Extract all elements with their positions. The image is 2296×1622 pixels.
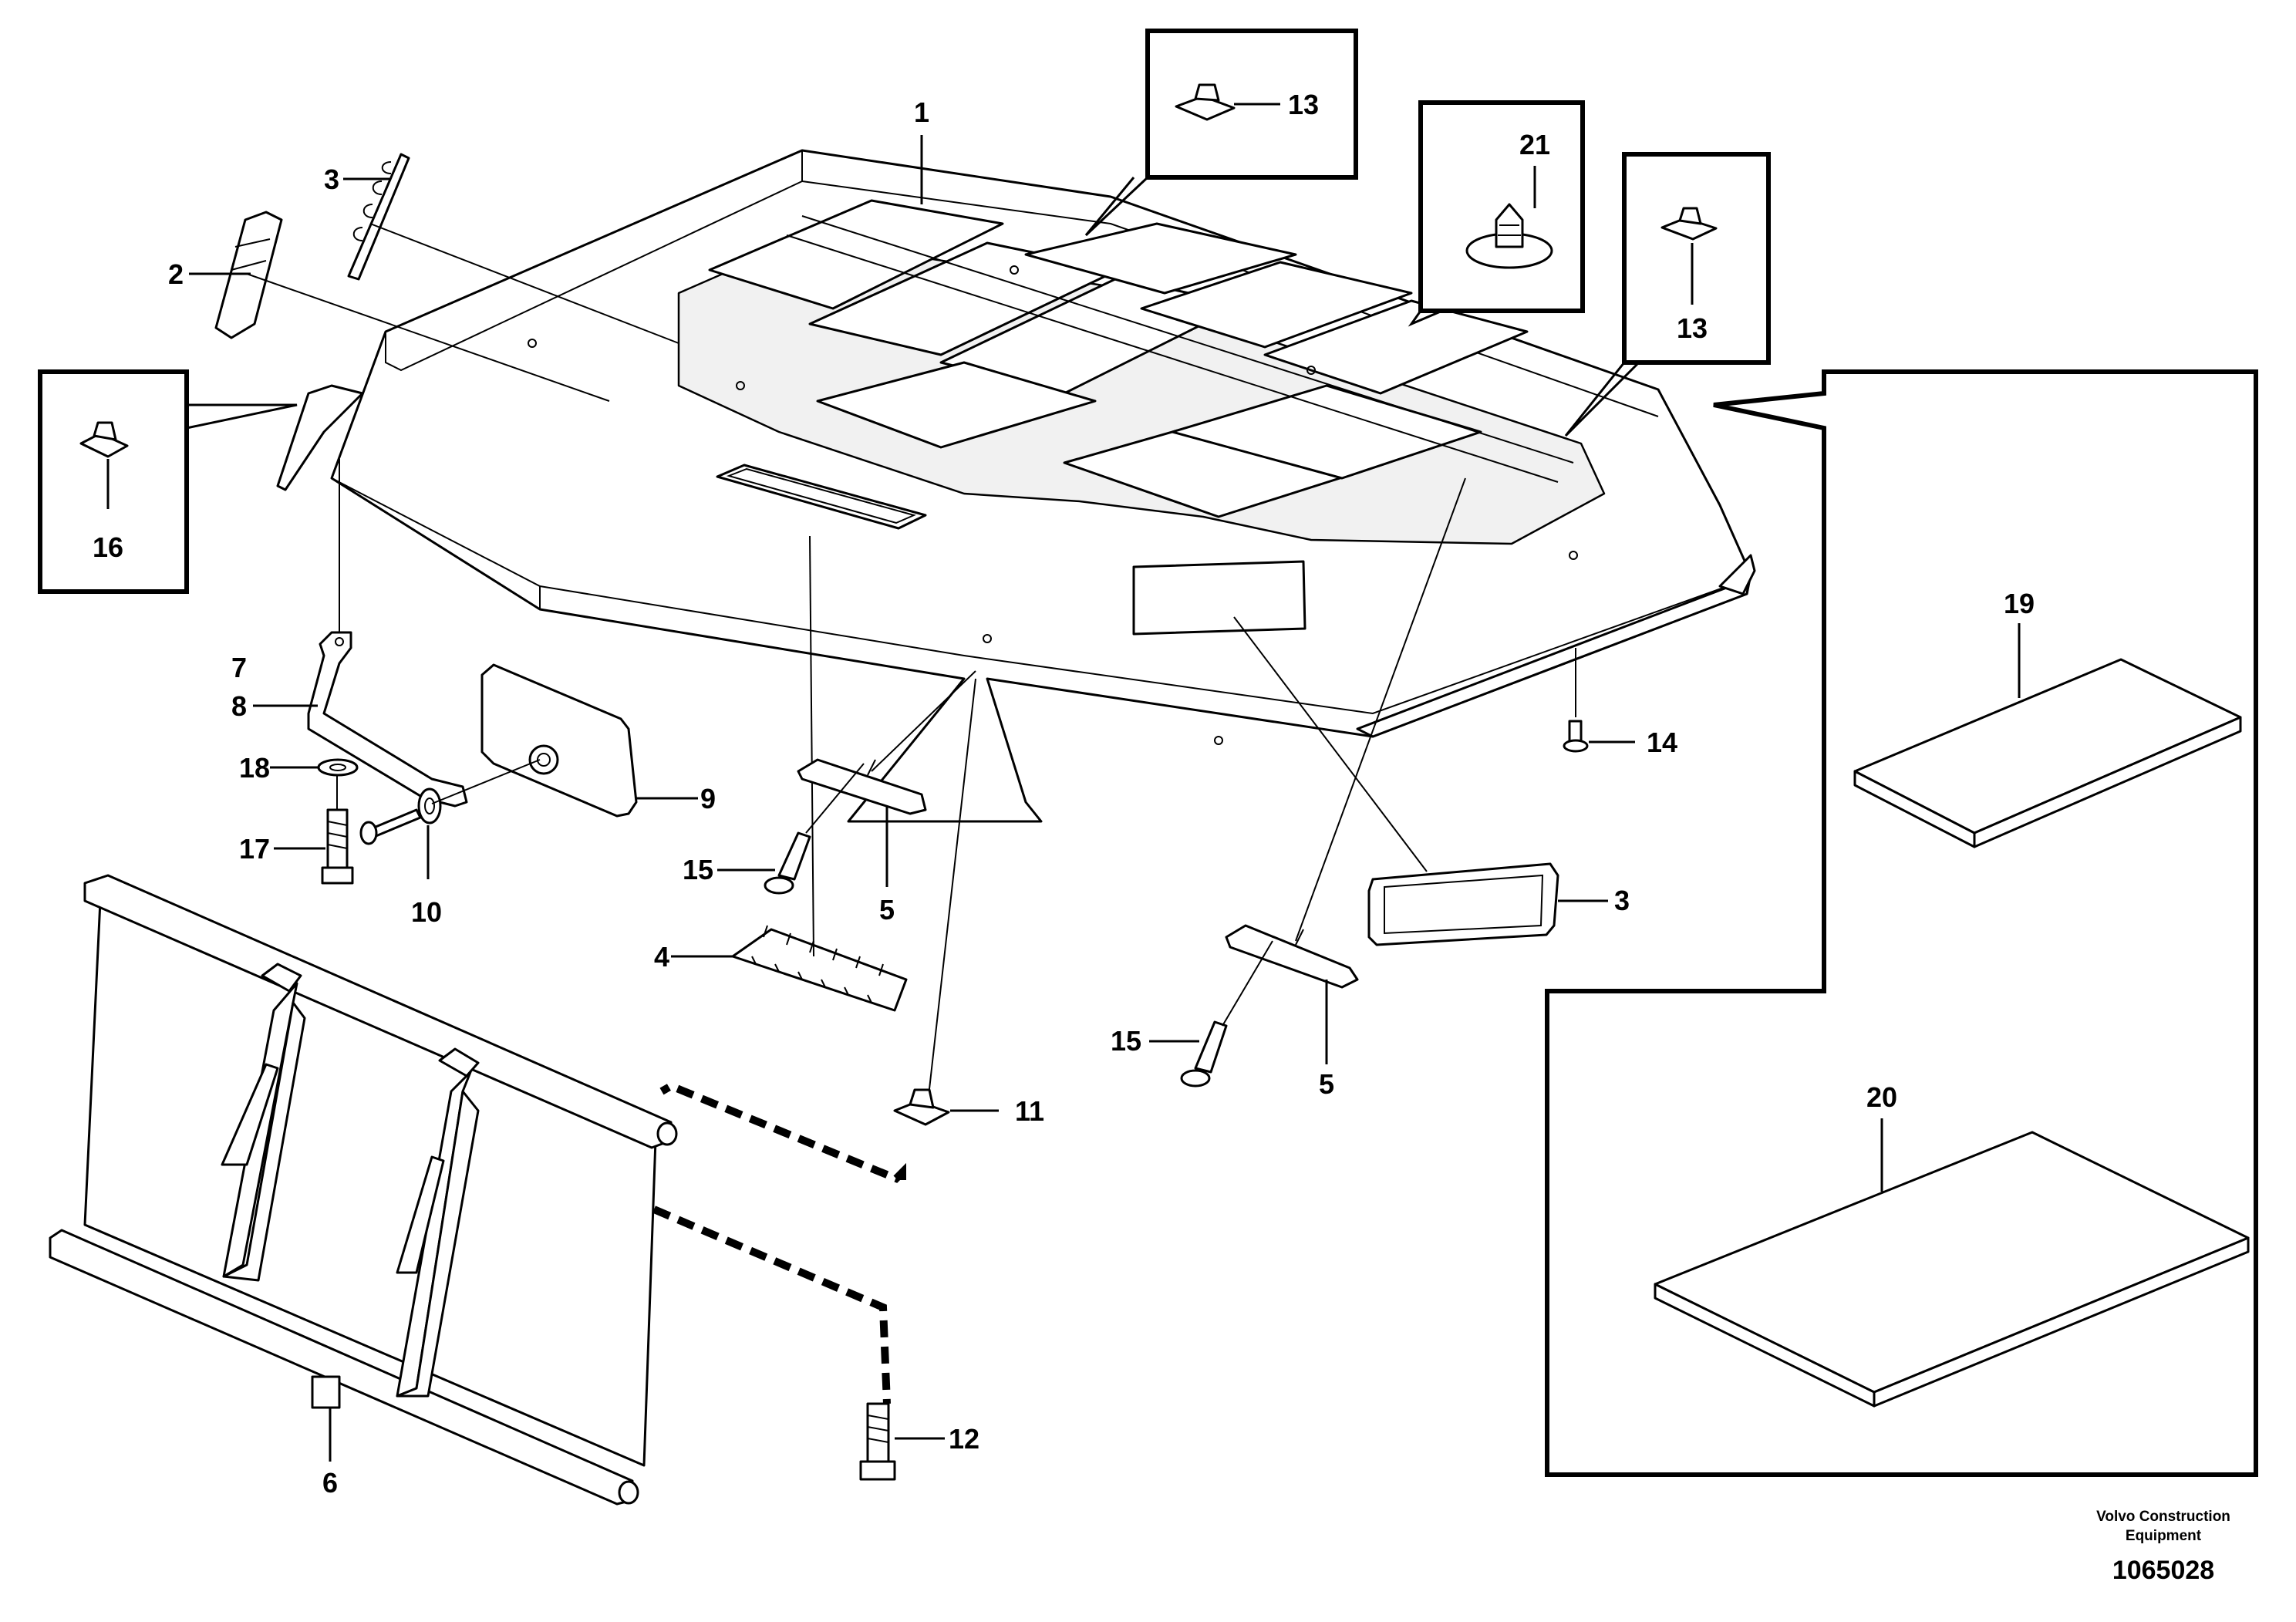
push-rivet-icon — [1465, 203, 1553, 269]
callout-13-right: 13 — [1677, 312, 1708, 344]
hook-strip-3 — [347, 153, 410, 281]
callout-14: 14 — [1647, 727, 1677, 758]
clip-nut-icon — [1660, 207, 1718, 241]
detail-box-13-right — [1564, 152, 1771, 437]
visor-bracket-5b — [1225, 924, 1359, 989]
callout-10: 10 — [411, 896, 442, 928]
insulation-mat-19 — [1853, 658, 2242, 848]
screw-15a — [764, 831, 811, 895]
callout-6: 6 — [322, 1467, 338, 1499]
callout-15-left: 15 — [683, 854, 713, 885]
callout-3-top: 3 — [324, 164, 339, 195]
callout-13-top: 13 — [1288, 89, 1319, 120]
roller-sunblind-6 — [49, 874, 678, 1506]
callout-4: 4 — [654, 941, 669, 973]
callout-1: 1 — [914, 96, 929, 128]
bolt-10 — [359, 787, 442, 845]
callout-17: 17 — [239, 833, 270, 865]
clip-nut-icon — [1175, 83, 1236, 121]
callout-5-right: 5 — [1319, 1068, 1334, 1100]
vent-trim-3 — [1367, 862, 1559, 946]
insulation-mat-20 — [1654, 1131, 2250, 1408]
bolt-12 — [859, 1402, 896, 1481]
cable-harness — [652, 1081, 906, 1404]
callout-16: 16 — [93, 531, 123, 563]
callout-3-right: 3 — [1614, 885, 1630, 916]
callout-7: 7 — [231, 652, 247, 683]
mirror-bracket-8 — [307, 631, 468, 808]
detail-box-16 — [38, 369, 298, 594]
callout-8: 8 — [231, 690, 247, 722]
callout-11: 11 — [1015, 1095, 1044, 1127]
brand-line-2: Equipment — [2126, 1528, 2202, 1544]
callout-15-right: 15 — [1111, 1025, 1141, 1057]
bolt-17 — [321, 808, 354, 885]
callout-20: 20 — [1866, 1081, 1897, 1113]
clip-nut-icon — [79, 421, 129, 458]
cab-roof-headliner — [276, 149, 1756, 823]
callout-5-left: 5 — [879, 894, 895, 926]
callout-21: 21 — [1519, 129, 1550, 160]
grille-4 — [731, 925, 908, 1012]
visor-bracket-5a — [797, 758, 927, 815]
brand-line-1: Volvo Construction — [2096, 1509, 2230, 1525]
washer-18 — [317, 758, 359, 777]
detail-box-21 — [1408, 100, 1585, 327]
callout-9: 9 — [700, 783, 716, 814]
detail-box-19-20 — [1545, 369, 2258, 1477]
callout-12: 12 — [949, 1423, 979, 1455]
callout-2: 2 — [168, 258, 184, 290]
clip-nut-11 — [893, 1088, 950, 1126]
screw-14 — [1563, 720, 1589, 753]
document-number: 1065028 — [2112, 1556, 2214, 1585]
callout-19: 19 — [2004, 588, 2035, 619]
detail-box-13-top — [1084, 29, 1358, 237]
screw-15b — [1180, 1020, 1228, 1088]
callout-18: 18 — [239, 752, 270, 784]
mirror-9 — [480, 663, 638, 818]
